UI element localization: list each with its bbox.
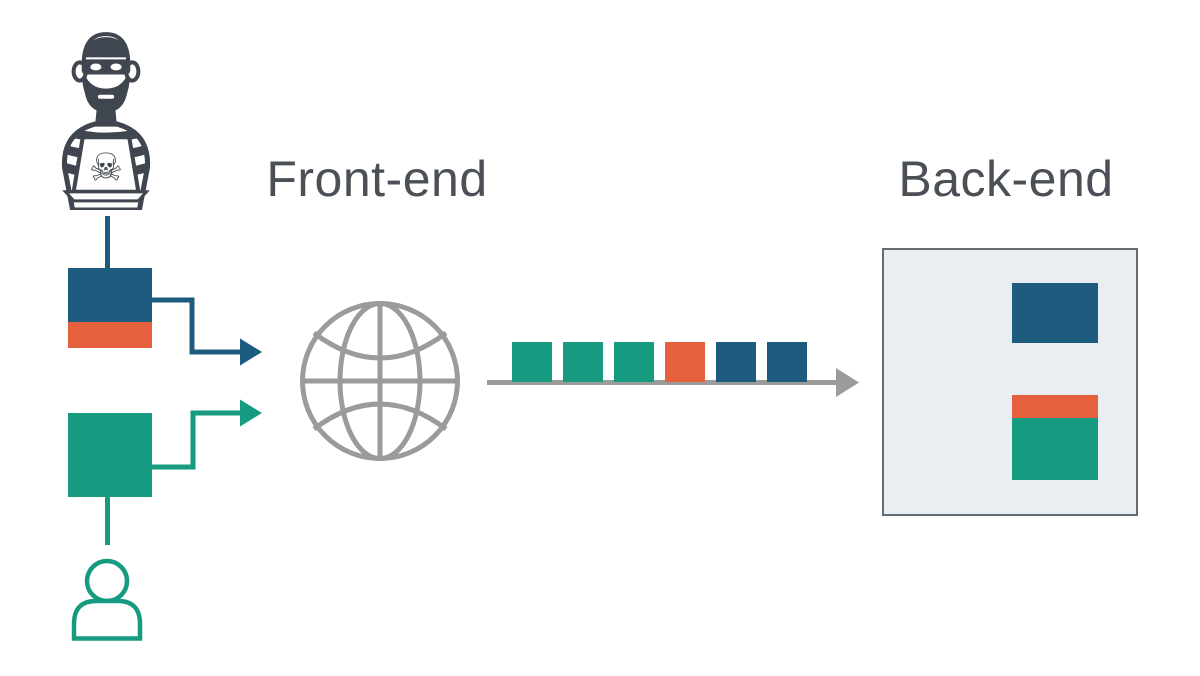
skull-crossbones-glyph: ☠	[89, 146, 123, 191]
globe-icon	[300, 301, 460, 461]
user-arrowhead	[240, 399, 262, 427]
transmission-arrowhead	[836, 368, 859, 397]
backend-request-mixed	[1012, 395, 1098, 480]
backend-server-box	[882, 248, 1138, 516]
request-block-blue	[716, 342, 756, 382]
user-icon	[71, 558, 143, 641]
front-end-label: Front-end	[266, 151, 488, 207]
backend-request-mixed-orange	[1012, 395, 1098, 418]
attacker-request-main	[68, 268, 152, 322]
request-stream	[512, 342, 807, 382]
request-block-blue	[767, 342, 807, 382]
request-block-teal	[614, 342, 654, 382]
hacker-icon: ☠	[62, 32, 150, 210]
attacker-arrow-line	[152, 297, 240, 355]
attacker-request-smuggled	[68, 322, 152, 348]
request-block-teal	[563, 342, 603, 382]
back-end-label: Back-end	[898, 151, 1114, 207]
user-arrow-line	[152, 410, 240, 470]
request-block-orange	[665, 342, 705, 382]
request-block-teal	[512, 342, 552, 382]
attacker-arrowhead	[240, 338, 262, 366]
user-request-block	[68, 413, 152, 497]
backend-request-mixed-teal	[1012, 418, 1098, 480]
mask	[81, 59, 131, 75]
attacker-request-block	[68, 268, 152, 348]
backend-request-blue	[1012, 283, 1098, 343]
